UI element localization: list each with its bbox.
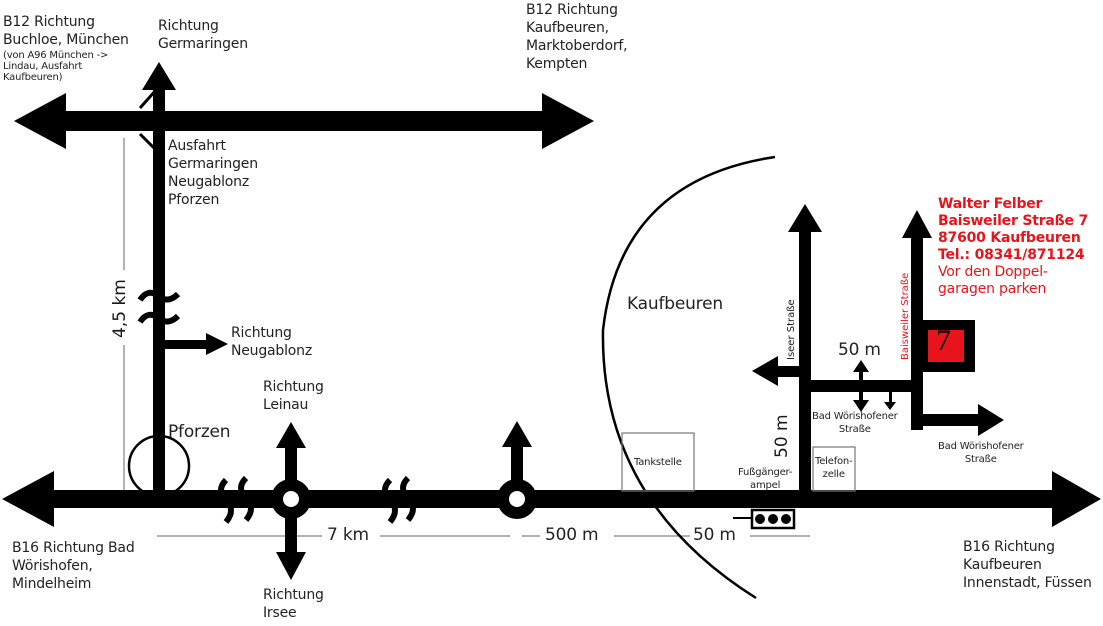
address-name: Walter Felber: [938, 196, 1043, 212]
bad-woerishofener-label-1: Bad Wörishofener Straße: [812, 411, 898, 435]
parking-note: Vor den Doppel- garagen parken: [938, 264, 1048, 297]
b12-east-label: B12 Richtung Kaufbeuren, Marktoberdorf, …: [526, 2, 628, 72]
roundabout: [497, 421, 537, 519]
arrow-north-icon: [902, 210, 932, 238]
bad-woerishofener-road: [805, 380, 923, 392]
leinau-label: Richtung Leinau: [263, 379, 324, 413]
neugablonz-label: Richtung Neugablonz: [231, 325, 312, 359]
b16-road: [2, 471, 1101, 527]
pforzen-label: Pforzen: [168, 422, 231, 442]
distance-500m: 500 m: [545, 525, 599, 545]
address-city: 87600 Kaufbeuren: [938, 230, 1081, 246]
arrow-west-icon: [14, 93, 66, 149]
address-street: Baisweiler Straße 7: [938, 213, 1089, 229]
iseer-strasse-road: [752, 204, 822, 500]
arrow-east-icon: [206, 333, 228, 355]
distance-4-5km: 4,5 km: [110, 279, 130, 338]
house-number: 7: [936, 324, 951, 357]
arrow-east-icon: [1052, 471, 1101, 527]
b16-east-label: B16 Richtung Kaufbeuren Innenstadt, Füss…: [963, 539, 1092, 591]
telefonzelle-box: [812, 446, 856, 492]
distance-50m-top: 50 m: [838, 340, 881, 360]
b12-west-note: (von A96 München -> Lindau, Ausfahrt Kau…: [3, 50, 109, 83]
b12-road: [14, 93, 594, 149]
roundabout: [271, 422, 311, 580]
arrow-north-icon: [502, 421, 532, 447]
distance-50m-vertical: 50 m: [772, 414, 792, 458]
b12-west-label: B12 Richtung Buchloe, München: [3, 14, 129, 48]
arrow-east-icon: [542, 93, 594, 149]
kaufbeuren-label: Kaufbeuren: [627, 294, 723, 314]
fussgaengerampel-label: Fußgänger- ampel: [738, 467, 793, 491]
tankstelle-box: [621, 432, 695, 492]
address-phone: Tel.: 08341/871124: [938, 247, 1085, 263]
germaringen-label: Richtung Germaringen: [158, 18, 248, 52]
arrow-east-icon: [978, 404, 1004, 436]
double-arrow-icon: [853, 360, 896, 412]
b16-west-label: B16 Richtung Bad Wörishofen, Mindelheim: [12, 540, 135, 592]
tankstelle-label: Tankstelle: [634, 457, 682, 468]
irsee-label: Richtung Irsee: [263, 587, 324, 621]
exit-label: Ausfahrt Germaringen Neugablonz Pforzen: [168, 138, 258, 208]
distance-50m-horizontal: 50 m: [693, 525, 736, 545]
address-block: Walter Felber Baisweiler Straße 7 87600 …: [938, 196, 1088, 298]
arrow-north-icon: [142, 62, 176, 90]
arrow-north-icon: [276, 422, 306, 448]
arrow-west-icon: [2, 471, 54, 527]
road-break-icon: [218, 475, 416, 524]
baisweiler-strasse-label: Baisweiler Straße: [900, 272, 911, 360]
house-marker: [917, 320, 975, 372]
traffic-light-icon: [733, 508, 796, 530]
iseer-strasse-label: Iseer Straße: [786, 299, 797, 360]
arrow-north-icon: [788, 204, 822, 232]
telefonzelle-label: Telefon- zelle: [815, 456, 853, 480]
bad-woerishofener-label-2: Bad Wörishofener Straße: [938, 441, 1024, 465]
road-break-icon: [137, 289, 181, 325]
city-boundary: [601, 155, 776, 600]
arrow-south-icon: [276, 552, 306, 580]
distance-7km: 7 km: [327, 525, 369, 545]
germaringen-road: [142, 62, 176, 500]
arrow-west-icon: [752, 356, 778, 386]
